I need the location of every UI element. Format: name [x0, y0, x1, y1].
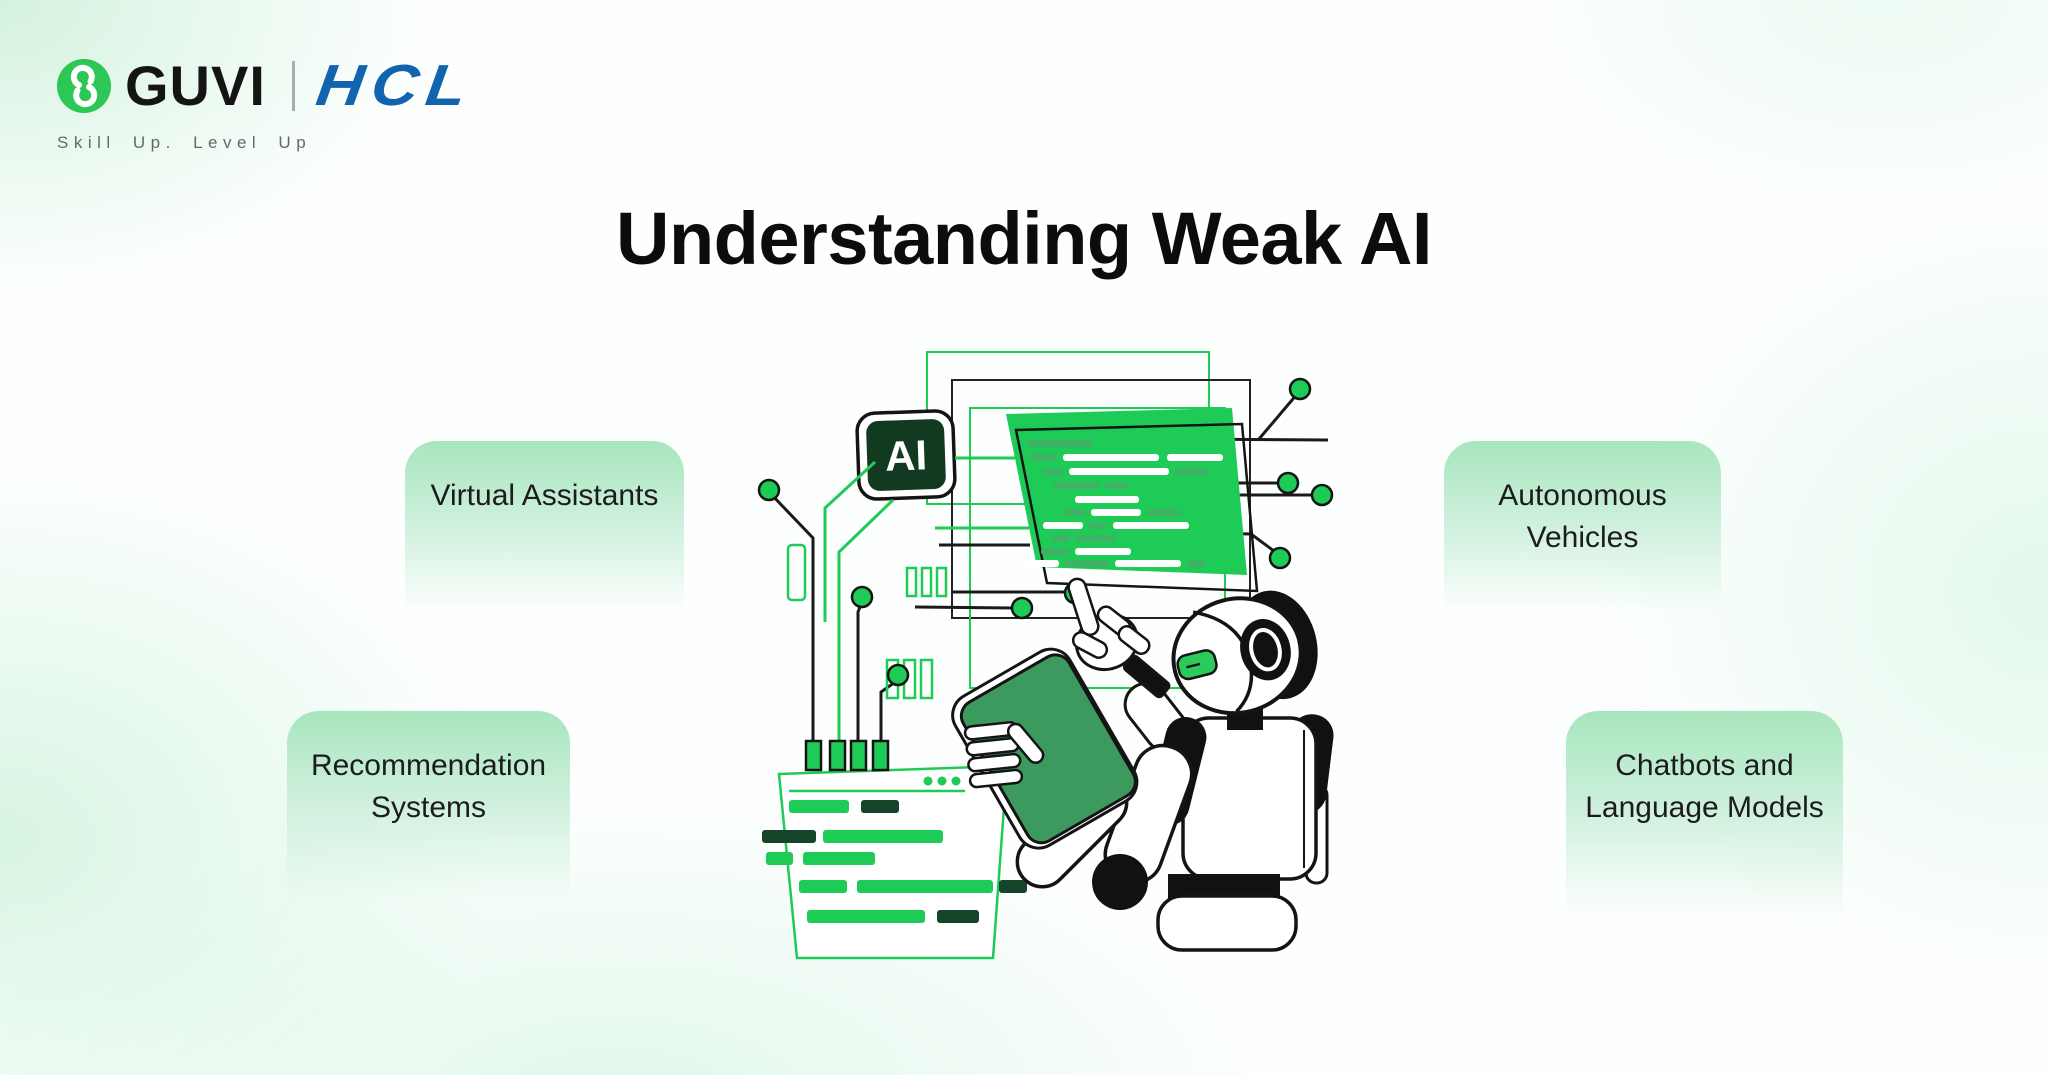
code-sheet-lines — [762, 800, 1027, 923]
green-tablet — [951, 647, 1139, 850]
guvi-g-glyph — [70, 64, 98, 107]
card-label: Virtual Assistants — [430, 479, 659, 512]
card-recommendation-systems: Recommendation Systems — [287, 711, 570, 931]
weak-ai-illustration: AI — [757, 351, 1334, 960]
robot-pointing-hand — [1067, 577, 1189, 753]
ai-chip-label: AI — [884, 431, 928, 479]
code-sheet — [762, 739, 1027, 960]
robot-illustration — [951, 577, 1334, 952]
code-panel — [1006, 408, 1259, 593]
card-label: Autonomous Vehicles — [1498, 479, 1667, 554]
robot-grip-hand — [963, 721, 1045, 789]
circuit-dots-right — [1268, 377, 1334, 570]
brand-tagline: Skill Up. Level Up — [57, 133, 312, 152]
hcl-wordmark: HCL — [312, 53, 479, 118]
page-title: Understanding Weak AI — [616, 197, 1432, 280]
sheet-window-dots — [923, 776, 961, 786]
ai-chip-icon: AI — [855, 409, 957, 501]
card-autonomous-vehicles: Autonomous Vehicles — [1444, 441, 1721, 641]
card-label: Recommendation Systems — [310, 749, 547, 824]
robot-hips — [1156, 894, 1298, 952]
code-panel-lines — [1023, 440, 1223, 567]
brand-logo: GUVI HCL Skill Up. Level Up — [57, 52, 479, 153]
robot-head — [1171, 590, 1318, 716]
guvi-logo-icon — [57, 58, 111, 113]
logo-divider — [291, 60, 295, 111]
card-virtual-assistants: Virtual Assistants — [405, 441, 684, 641]
card-chatbots-language-models: Chatbots and Language Models — [1566, 711, 1843, 951]
robot-elbow-joint — [1092, 854, 1148, 910]
connector-pins — [804, 739, 890, 772]
guvi-wordmark: GUVI — [125, 54, 266, 117]
circuit-left — [767, 456, 1067, 742]
card-label: Chatbots and Language Models — [1585, 749, 1824, 824]
